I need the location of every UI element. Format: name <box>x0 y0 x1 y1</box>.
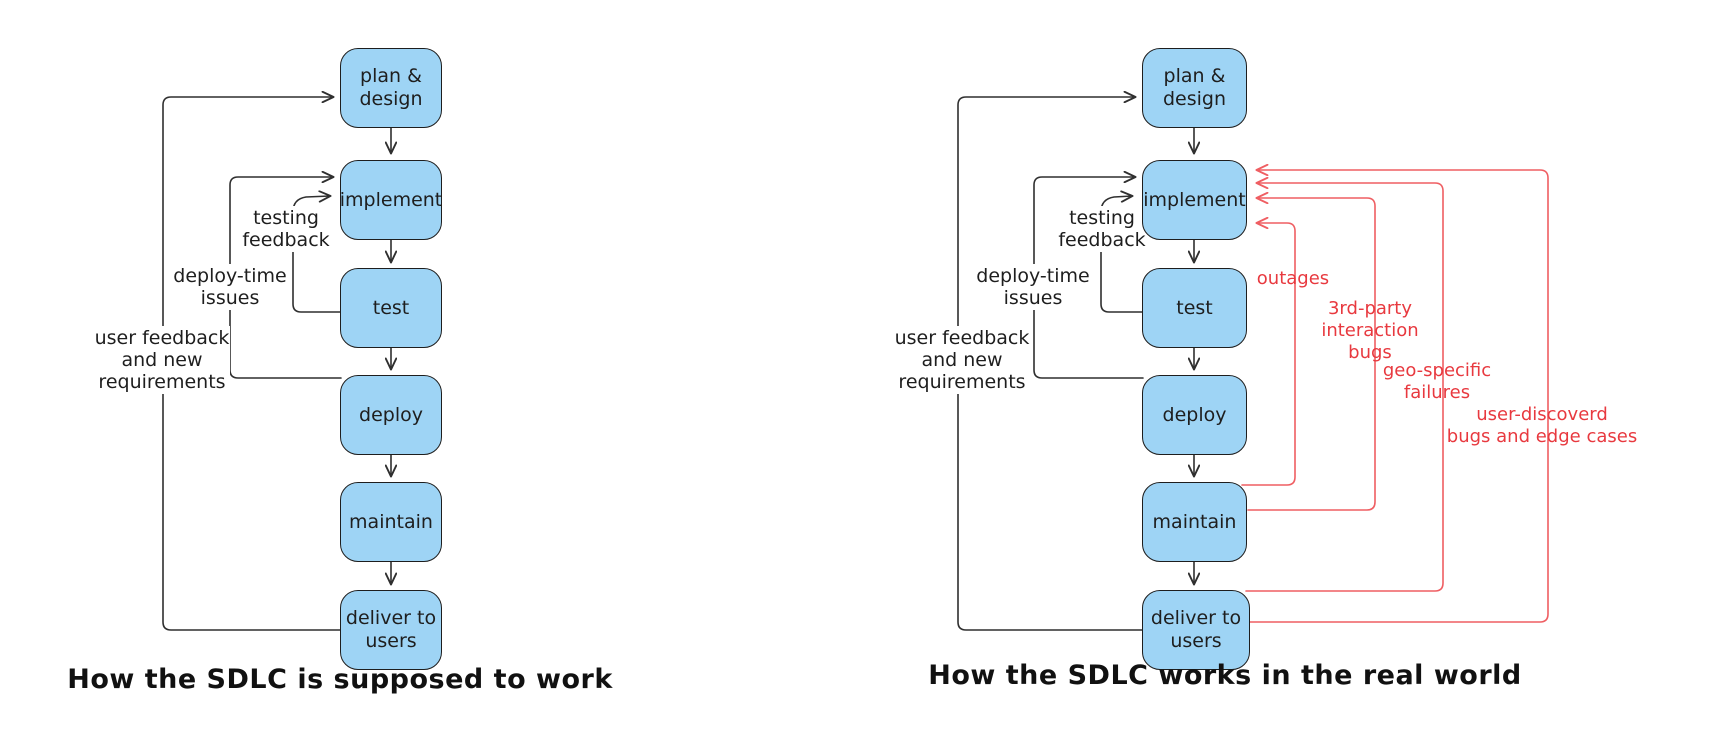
node-deploy-label: deploy <box>1162 403 1227 426</box>
node-implement-left: implement <box>340 160 442 240</box>
node-deliver-label: deliver to users <box>1150 607 1242 652</box>
label-third-party-bugs: 3rd-party interaction bugs <box>1321 298 1419 363</box>
node-test-label: test <box>1176 296 1213 319</box>
node-deploy-left: deploy <box>340 375 442 455</box>
node-implement-right: implement <box>1142 160 1247 240</box>
label-deploy-time-issues-left: deploy-time issues <box>172 264 288 310</box>
node-deliver-right: deliver to users <box>1142 590 1250 670</box>
caption-right: How the SDLC works in the real world <box>928 660 1522 691</box>
edge-user-discovered-bugs <box>1247 170 1549 623</box>
node-plan-design-label: plan & design <box>1162 65 1227 110</box>
node-implement-label: implement <box>1143 188 1246 211</box>
node-test-label: test <box>372 296 410 319</box>
node-deliver-left: deliver to users <box>340 590 442 670</box>
caption-left: How the SDLC is supposed to work <box>67 664 613 695</box>
label-user-feedback-left: user feedback and new requirements <box>94 326 230 394</box>
node-test-left: test <box>340 268 442 348</box>
node-implement-label: implement <box>339 188 443 211</box>
label-deploy-time-issues-right: deploy-time issues <box>975 264 1091 310</box>
label-geo-specific-failures: geo-specific failures <box>1382 360 1492 403</box>
edge-geo-specific-failures <box>1245 183 1444 592</box>
node-maintain-left: maintain <box>340 482 442 562</box>
node-plan-design-label: plan & design <box>359 65 423 110</box>
node-maintain-right: maintain <box>1142 482 1247 562</box>
label-user-discovered-bugs: user-discoverd bugs and edge cases <box>1446 404 1638 447</box>
label-testing-feedback-right: testing feedback <box>1052 206 1152 252</box>
edge-outages <box>1241 223 1296 486</box>
node-deploy-label: deploy <box>359 403 423 426</box>
node-deliver-label: deliver to users <box>345 607 437 652</box>
edge-testing-feedback-right <box>1100 196 1144 313</box>
node-maintain-label: maintain <box>349 510 433 533</box>
node-maintain-label: maintain <box>1152 510 1237 533</box>
node-plan-design-right: plan & design <box>1142 48 1247 128</box>
edge-third-party-bugs <box>1247 198 1376 511</box>
node-test-right: test <box>1142 268 1247 348</box>
node-deploy-right: deploy <box>1142 375 1247 455</box>
label-outages: outages <box>1256 268 1330 289</box>
node-plan-design-left: plan & design <box>340 48 442 128</box>
label-testing-feedback-left: testing feedback <box>236 206 336 252</box>
label-user-feedback-right: user feedback and new requirements <box>894 326 1030 394</box>
edge-testing-feedback-left <box>292 196 342 313</box>
